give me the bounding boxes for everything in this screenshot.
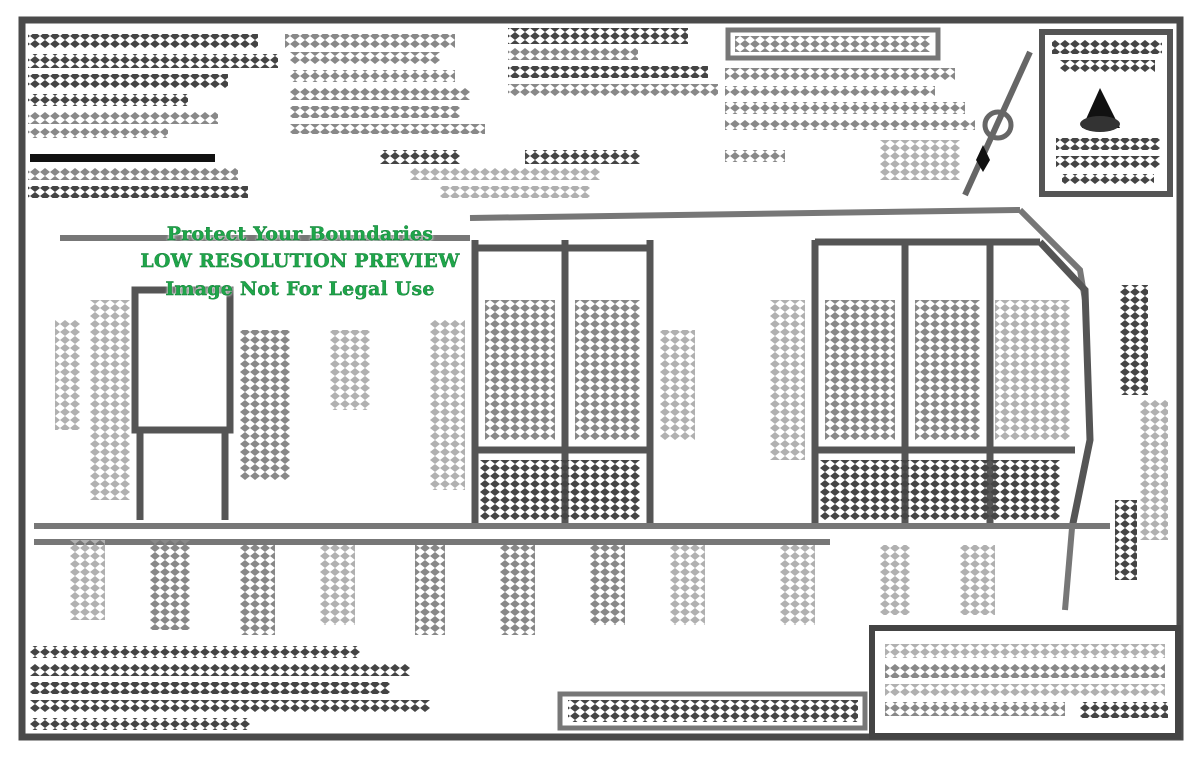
notes-block-top-left xyxy=(28,34,278,198)
notes-block-bottom-left xyxy=(30,646,430,730)
lot-rows-bottom xyxy=(70,540,995,635)
watermark-line-3: Image Not For Legal Use xyxy=(165,278,435,300)
title-block-bottom-right xyxy=(869,625,1181,739)
surveyor-label-box xyxy=(557,691,868,731)
sheet-border xyxy=(18,16,1184,741)
legend-text-top xyxy=(285,27,975,198)
street-main xyxy=(34,523,1110,611)
lot-block-right xyxy=(770,238,1168,580)
watermark-line-2: LOW RESOLUTION PREVIEW xyxy=(140,250,460,272)
lot-block-left xyxy=(55,286,370,520)
north-arrow-icon xyxy=(962,50,1033,197)
watermark-line-1: Protect Your Boundaries xyxy=(166,223,434,245)
lot-block-middle xyxy=(430,240,695,528)
title-block-top-right xyxy=(1039,29,1173,197)
